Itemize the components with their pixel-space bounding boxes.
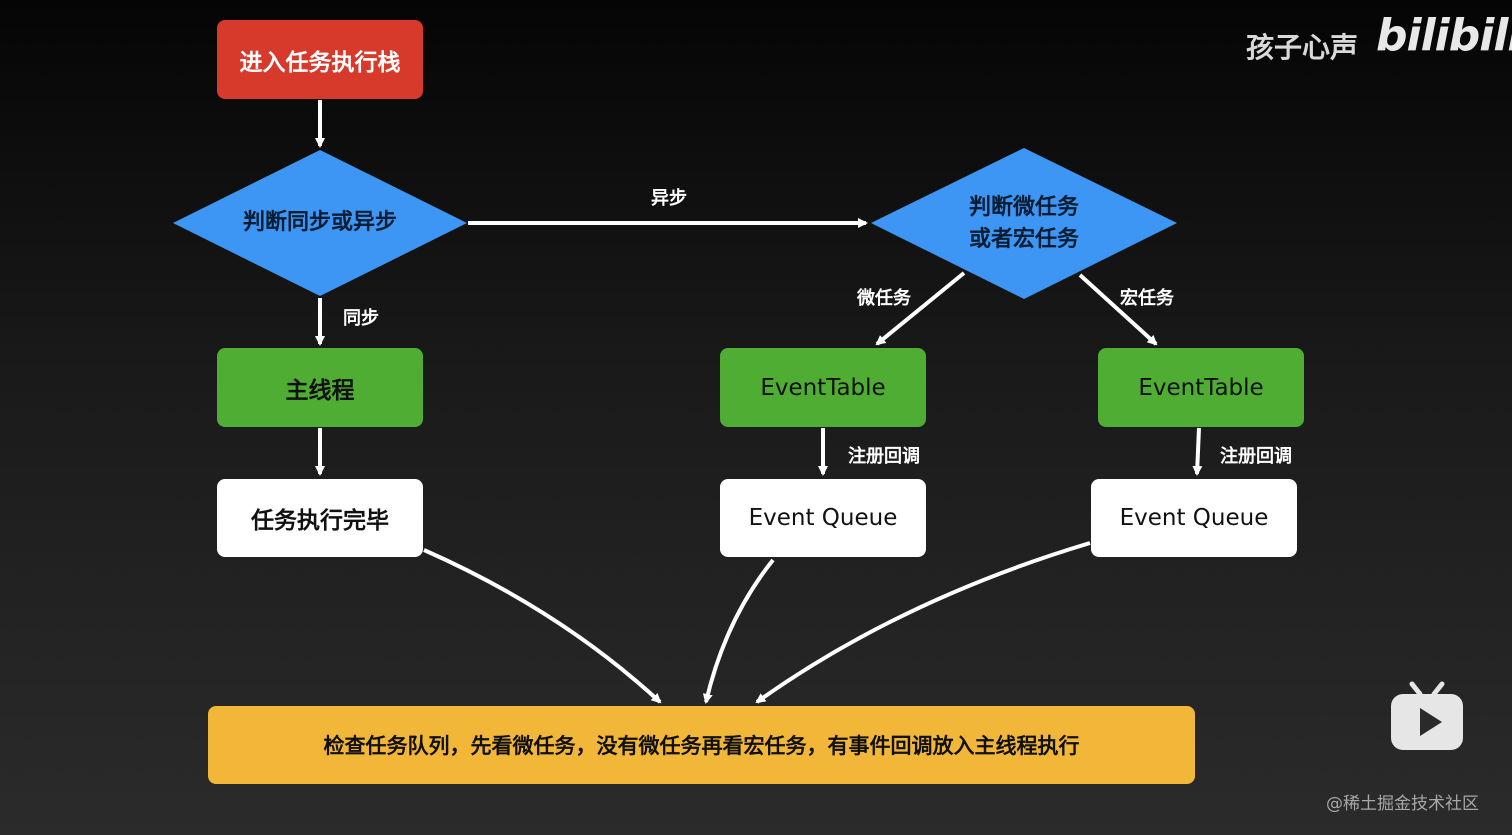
judge-micro-macro-label: 判断微任务 或者宏任务: [914, 185, 1134, 263]
event-queue-macro-node: Event Queue: [1091, 479, 1297, 557]
site-watermark: @稀土掘金技术社区: [1326, 794, 1479, 814]
edge-label-async: 异步: [651, 188, 687, 209]
main-thread-node: 主线程: [217, 348, 423, 427]
judge-sync-async-text: 判断同步或异步: [242, 210, 397, 236]
task-done-node: 任务执行完毕: [217, 479, 423, 557]
check-queue-node: 检查任务队列，先看微任务，没有微任务再看宏任务，有事件回调放入主线程执行: [208, 706, 1195, 784]
event-queue-micro-node: Event Queue: [720, 479, 926, 557]
task-done-label: 任务执行完毕: [251, 508, 389, 534]
enter-stack-label: 进入任务执行栈: [239, 49, 401, 76]
channel-watermark: 孩子心声: [1246, 31, 1359, 64]
judge-sync-async-label: 判断同步或异步: [205, 200, 435, 246]
check-queue-label: 检查任务队列，先看微任务，没有微任务再看宏任务，有事件回调放入主线程执行: [323, 734, 1080, 758]
arrow-done-to-check: [423, 548, 662, 704]
bilibili-logo: bilibili: [1376, 10, 1512, 61]
arrow-register-macro: [1192, 427, 1203, 476]
event-queue-macro-label: Event Queue: [1119, 505, 1269, 531]
judge-micro-macro-line2: 或者宏任务: [968, 227, 1079, 252]
enter-stack-node: 进入任务执行栈: [217, 20, 423, 99]
edge-label-register-macro: 注册回调: [1220, 446, 1292, 467]
arrow-macro: [1078, 273, 1158, 346]
edge-label-macro: 宏任务: [1120, 288, 1174, 309]
event-table-macro-node: EventTable: [1098, 348, 1304, 427]
play-icon[interactable]: [1390, 680, 1464, 752]
arrow-micro-queue-to-check: [702, 558, 775, 704]
edge-label-sync: 同步: [343, 308, 379, 329]
event-table-micro-node: EventTable: [720, 348, 926, 427]
event-table-micro-label: EventTable: [760, 374, 886, 401]
main-thread-label: 主线程: [285, 377, 355, 404]
decision-micro-macro-diamond: [871, 148, 1177, 299]
edge-label-micro: 微任务: [857, 288, 911, 309]
arrow-macro-queue-to-check: [755, 541, 1091, 704]
event-queue-micro-label: Event Queue: [748, 505, 898, 531]
arrow-micro: [875, 271, 966, 346]
edge-label-register-micro: 注册回调: [848, 446, 920, 467]
judge-micro-macro-line1: 判断微任务: [968, 195, 1079, 221]
event-table-macro-label: EventTable: [1138, 374, 1264, 401]
decision-sync-async-diamond: [173, 150, 467, 296]
